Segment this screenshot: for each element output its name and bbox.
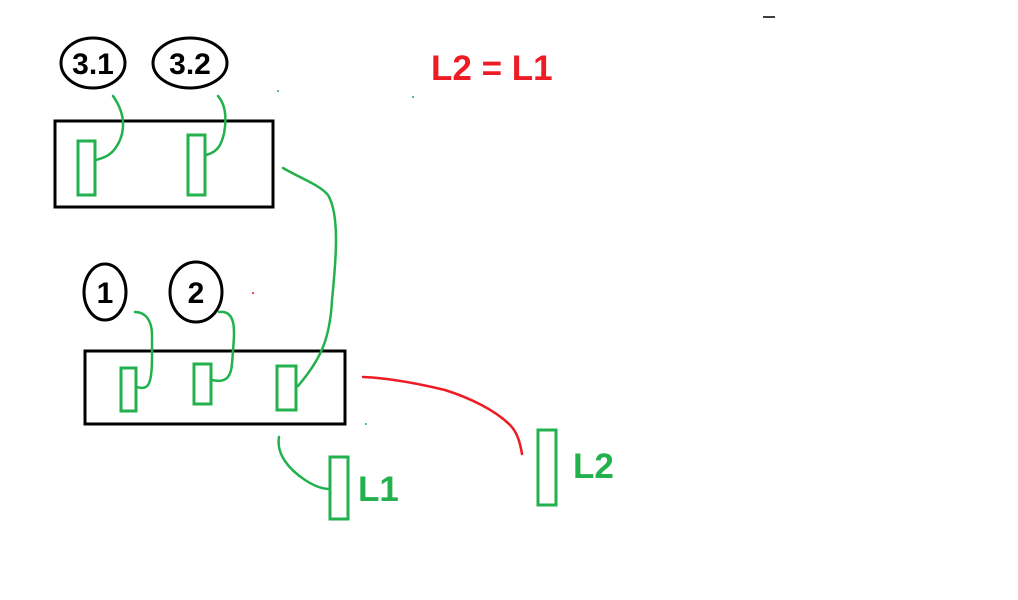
terminal-l2 xyxy=(536,428,558,507)
top-terminal-3-1 xyxy=(76,139,97,197)
wire-red-to-l2 xyxy=(361,375,524,456)
wire-top-to-bottom xyxy=(281,166,338,388)
wire-bottom-to-l1 xyxy=(277,435,332,491)
label-1-text: 1 xyxy=(97,277,114,310)
label-1-oval xyxy=(82,262,128,322)
l1-label: L1 xyxy=(358,470,399,509)
equation-text: L2 = L1 xyxy=(431,49,553,88)
stray-dot-2 xyxy=(412,96,414,98)
label-2-text: 2 xyxy=(188,277,205,310)
label-2: 2 xyxy=(168,260,224,324)
label-3-2: 3.2 xyxy=(151,36,229,90)
bottom-block xyxy=(83,349,347,426)
top-block xyxy=(53,119,275,209)
bottom-terminal-2 xyxy=(192,362,213,406)
wire-3-2 xyxy=(204,94,227,157)
top-block-outline xyxy=(53,119,275,209)
label-3-2-oval xyxy=(151,36,229,90)
wire-2 xyxy=(210,310,236,383)
label-3-1-text: 3.1 xyxy=(72,48,114,81)
bottom-terminal-1 xyxy=(119,366,138,413)
bottom-block-outline xyxy=(83,349,347,426)
label-3-1-oval xyxy=(59,36,127,90)
terminal-l1 xyxy=(328,455,350,521)
wire-3-1 xyxy=(94,94,125,162)
green-wires xyxy=(94,94,338,491)
label-3-1: 3.1 xyxy=(59,36,127,90)
stray-dot-3 xyxy=(252,292,254,294)
label-1: 1 xyxy=(82,262,128,322)
stray-dot-1 xyxy=(277,90,279,92)
l2-label: L2 xyxy=(573,447,614,486)
top-terminal-3-2 xyxy=(186,133,207,197)
label-3-2-text: 3.2 xyxy=(169,48,211,81)
label-2-oval xyxy=(168,260,224,324)
bottom-terminal-3 xyxy=(275,364,298,412)
stray-dot-4 xyxy=(365,423,367,425)
wire-1 xyxy=(133,310,154,390)
